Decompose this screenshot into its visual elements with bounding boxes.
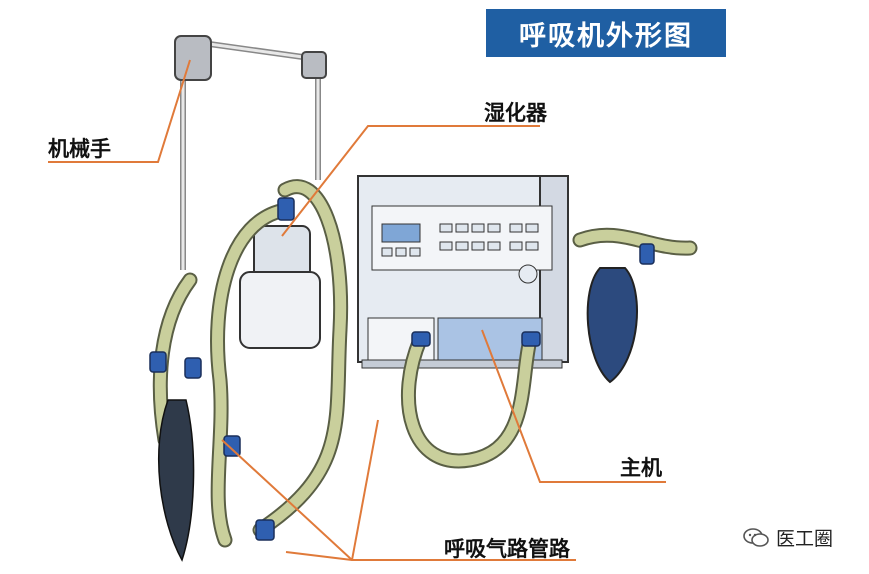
watermark: 医工圈 [742, 524, 833, 551]
watermark-text: 医工圈 [776, 528, 834, 550]
main-unit [357, 175, 569, 369]
label-breathing-tubing: 呼吸气路管路 [444, 537, 570, 561]
dark-bag-left [157, 399, 195, 562]
wechat-icon [743, 527, 769, 547]
leader-lines [48, 59, 666, 561]
label-humidifier: 湿化器 [484, 101, 547, 125]
label-mechanical-arm: 机械手 [48, 137, 111, 161]
diagram-title: 呼吸机外形图 [486, 9, 726, 57]
label-main-unit: 主机 [620, 456, 662, 480]
mechanical-arm [174, 35, 327, 270]
humidifier [239, 225, 321, 349]
tube-cuffs [149, 197, 655, 541]
reservoir-bag [586, 267, 638, 384]
